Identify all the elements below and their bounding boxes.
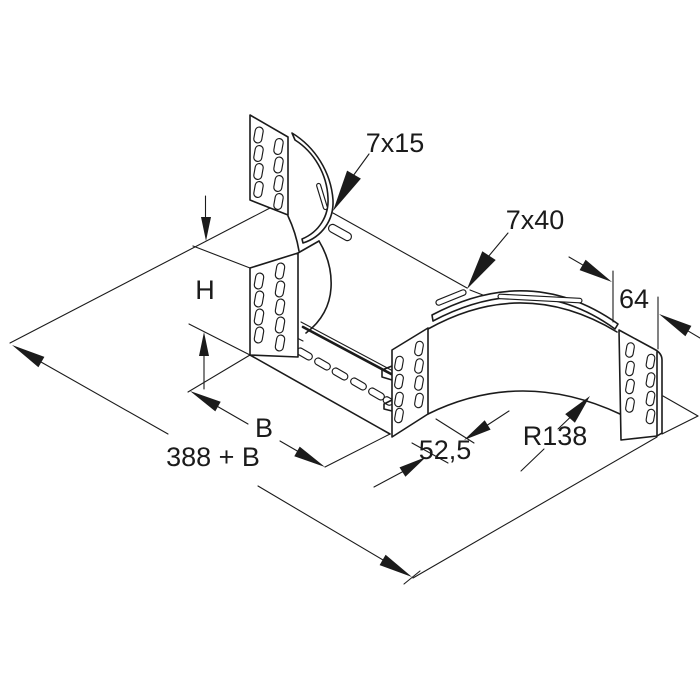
- floor-slot: [327, 223, 353, 242]
- plate-slot: [274, 316, 286, 334]
- plate-slot: [253, 326, 265, 344]
- flange-tab: [383, 399, 393, 412]
- plate-slot: [394, 373, 404, 390]
- plate-slot: [253, 308, 265, 326]
- plate-slot: [625, 342, 635, 358]
- plate-slot: [274, 262, 286, 280]
- plate-slot: [625, 360, 635, 377]
- label-height: H: [195, 275, 215, 305]
- plate-slot: [273, 192, 284, 211]
- curved-slot-7x15: [316, 182, 328, 211]
- plate-slot: [414, 375, 424, 391]
- bend-wall-top-edge: [427, 302, 618, 333]
- rail-slot-7x40: [497, 293, 583, 304]
- floor-slot: [331, 367, 349, 381]
- arrowhead: [379, 554, 412, 577]
- plate-slot: [273, 174, 284, 193]
- plate-slot: [645, 390, 656, 407]
- plate-slot: [645, 353, 656, 370]
- label-slot-large: 7x40: [506, 205, 565, 235]
- plate-slot: [625, 378, 635, 395]
- plate-slot: [645, 372, 656, 388]
- dimension-52-5: 52,5: [373, 410, 510, 488]
- plate-slot: [273, 137, 284, 156]
- plate-slot: [274, 298, 286, 316]
- arrowhead: [659, 314, 692, 337]
- label-bend-radius: R138: [523, 421, 588, 451]
- flange-tab: [381, 365, 393, 381]
- bend-flange-crescent: [291, 132, 334, 244]
- label-slot-small: 7x15: [366, 128, 425, 158]
- floor-slot: [350, 377, 367, 391]
- arrowhead: [464, 420, 491, 440]
- dimension-388b: 388 + B: [12, 345, 421, 585]
- bend-wall-outer-edge: [305, 240, 332, 334]
- slot-callout-7x40: 7x40: [467, 205, 564, 289]
- arrowhead: [294, 446, 325, 467]
- plate-slot: [273, 156, 284, 174]
- arrowhead: [579, 259, 612, 282]
- plate-slot: [414, 358, 424, 374]
- bend-radius-arc: [427, 390, 621, 415]
- base-plane-lines: [9, 207, 699, 579]
- label-overall-length: 388 + B: [166, 442, 260, 472]
- plate-slot: [394, 391, 404, 408]
- arrowhead: [333, 170, 361, 211]
- plate-slot: [253, 272, 265, 290]
- floor-slot: [314, 357, 331, 371]
- right-end-plate: [618, 329, 663, 441]
- slot-callout-7x15: 7x15: [333, 128, 424, 211]
- bend-wall-left-edge: [287, 215, 300, 252]
- plate-slot: [625, 397, 635, 413]
- plate-slot: [274, 334, 286, 352]
- plate-slot: [645, 408, 656, 425]
- plate-slot: [274, 280, 286, 298]
- right-bend-piece: [391, 289, 663, 441]
- arrowhead: [190, 391, 221, 412]
- dimension-64: 64: [568, 256, 700, 350]
- label-width: B: [255, 413, 273, 443]
- plate-slot: [414, 340, 424, 357]
- arrowhead: [467, 251, 496, 289]
- riser-piece: [249, 114, 334, 358]
- plate-slot: [414, 392, 424, 409]
- dimension-h: H: [188, 195, 251, 390]
- plate-slot: [394, 355, 404, 372]
- plate-slot: [253, 290, 265, 308]
- plate-slot: [253, 126, 264, 144]
- dimension-b: B: [187, 354, 391, 468]
- arrowhead: [399, 457, 426, 477]
- arrowhead: [565, 396, 590, 423]
- rail-slot-7x40: [435, 289, 467, 306]
- arrowhead: [12, 345, 45, 368]
- label-connector-width: 64: [619, 284, 649, 314]
- plate-slot: [253, 144, 264, 163]
- arrowhead: [201, 217, 211, 241]
- plate-slot: [253, 180, 264, 199]
- plate-slot: [394, 407, 404, 424]
- plate-slot: [253, 162, 264, 181]
- arrowhead: [199, 332, 209, 356]
- label-offset-width: 52,5: [419, 435, 472, 465]
- radius-callout-r138: R138: [520, 396, 590, 472]
